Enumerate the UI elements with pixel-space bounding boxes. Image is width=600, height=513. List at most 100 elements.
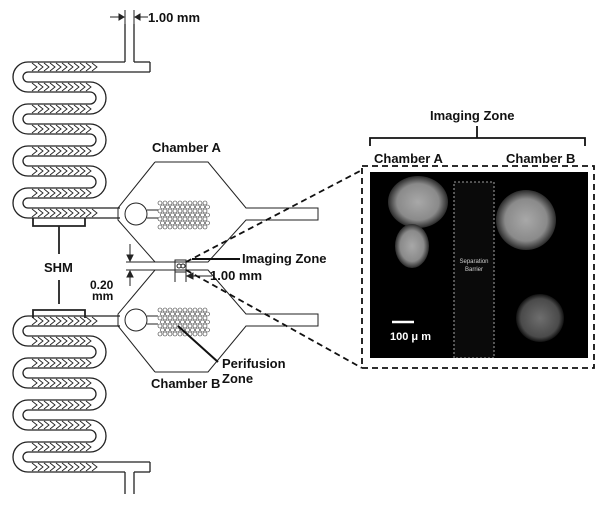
herringbone-ridge	[55, 188, 62, 198]
scale-bar-label: 100 μ m	[390, 331, 431, 343]
herringbone-ridge	[79, 82, 86, 92]
micropost	[192, 200, 198, 206]
micropost	[167, 315, 173, 321]
herringbone-ridge	[43, 62, 50, 72]
herringbone-ridge	[55, 166, 62, 176]
herringbone-ridge	[55, 420, 62, 430]
herringbone-ridge	[61, 208, 68, 218]
micropost	[185, 311, 190, 317]
herringbone-ridge	[67, 104, 74, 114]
micropost	[205, 319, 210, 325]
micropost	[180, 319, 185, 325]
micropost	[170, 311, 175, 317]
herringbone-ridge	[55, 378, 62, 388]
herringbone-ridge	[43, 378, 50, 388]
herringbone-ridge	[49, 462, 56, 472]
micropost	[197, 200, 203, 206]
micropost	[180, 327, 185, 333]
micropost	[205, 204, 210, 210]
micropost	[175, 327, 180, 333]
herringbone-ridge	[61, 462, 68, 472]
micropost	[172, 331, 178, 337]
micropost	[172, 323, 178, 329]
micropost	[195, 311, 200, 317]
micropost	[157, 307, 163, 313]
micropost	[172, 200, 178, 206]
micropost	[170, 220, 175, 226]
herringbone-ridge	[31, 146, 38, 156]
micropost	[170, 212, 175, 218]
micropost	[197, 307, 203, 313]
herringbone-ridge	[43, 420, 50, 430]
herringbone-ridge	[73, 358, 80, 368]
barrier-label-line2: Barrier	[464, 267, 483, 273]
micropost	[182, 224, 188, 230]
micropost	[172, 208, 178, 214]
herringbone-ridge	[85, 104, 92, 114]
islet-cell	[388, 176, 448, 228]
herringbone-ridge	[31, 462, 38, 472]
herringbone-ridge	[31, 104, 38, 114]
micropost	[172, 224, 178, 230]
micropost	[182, 315, 188, 321]
lower-herringbone-ridges	[31, 316, 98, 472]
micropost	[202, 307, 208, 313]
herringbone-ridge	[61, 420, 68, 430]
herringbone-ridge	[49, 104, 56, 114]
herringbone-ridge	[31, 420, 38, 430]
micropost	[200, 327, 205, 333]
micropost	[172, 307, 178, 313]
herringbone-ridge	[61, 442, 68, 452]
micropost	[162, 323, 168, 329]
micropost	[172, 216, 178, 222]
herringbone-ridge	[31, 400, 38, 410]
herringbone-ridge	[85, 358, 92, 368]
herringbone-ridge	[85, 420, 92, 430]
micropost	[190, 311, 195, 317]
micropost	[182, 323, 188, 329]
microscopy-image	[370, 172, 588, 358]
herringbone-ridge	[61, 316, 68, 326]
micropost	[175, 220, 180, 226]
herringbone-ridge	[73, 400, 80, 410]
herringbone-ridge	[49, 316, 56, 326]
herringbone-ridge	[31, 124, 38, 134]
herringbone-ridge	[49, 420, 56, 430]
herringbone-ridge	[73, 104, 80, 114]
herringbone-ridge	[61, 188, 68, 198]
microscopy-content	[388, 176, 564, 358]
micropost	[202, 216, 208, 222]
herringbone-ridge	[73, 62, 80, 72]
micropost	[157, 331, 163, 337]
herringbone-ridge	[49, 82, 56, 92]
herringbone-ridge	[79, 400, 86, 410]
herringbone-ridge	[61, 82, 68, 92]
perifusion-pointer	[177, 325, 219, 363]
herringbone-ridge	[79, 188, 86, 198]
herringbone-ridge	[73, 82, 80, 92]
islet-cell	[496, 190, 556, 250]
micropost	[177, 224, 183, 230]
herringbone-ridge	[37, 462, 44, 472]
herringbone-ridge	[37, 316, 44, 326]
herringbone-ridge	[61, 62, 68, 72]
micropost	[205, 220, 210, 226]
herringbone-ridge	[49, 442, 56, 452]
herringbone-ridge	[37, 104, 44, 114]
herringbone-ridge	[61, 146, 68, 156]
herringbone-ridge	[37, 62, 44, 72]
herringbone-ridge	[85, 82, 92, 92]
micropost	[157, 323, 163, 329]
herringbone-ridge	[43, 82, 50, 92]
herringbone-ridge	[43, 336, 50, 346]
herringbone-ridge	[49, 62, 56, 72]
micropost	[205, 327, 210, 333]
micropost	[197, 224, 203, 230]
micropost	[172, 315, 178, 321]
chamber-a	[117, 161, 319, 263]
micropost	[175, 212, 180, 218]
micropost	[187, 224, 193, 230]
micropost	[165, 220, 170, 226]
micropost	[162, 307, 168, 313]
micropost	[182, 200, 188, 206]
